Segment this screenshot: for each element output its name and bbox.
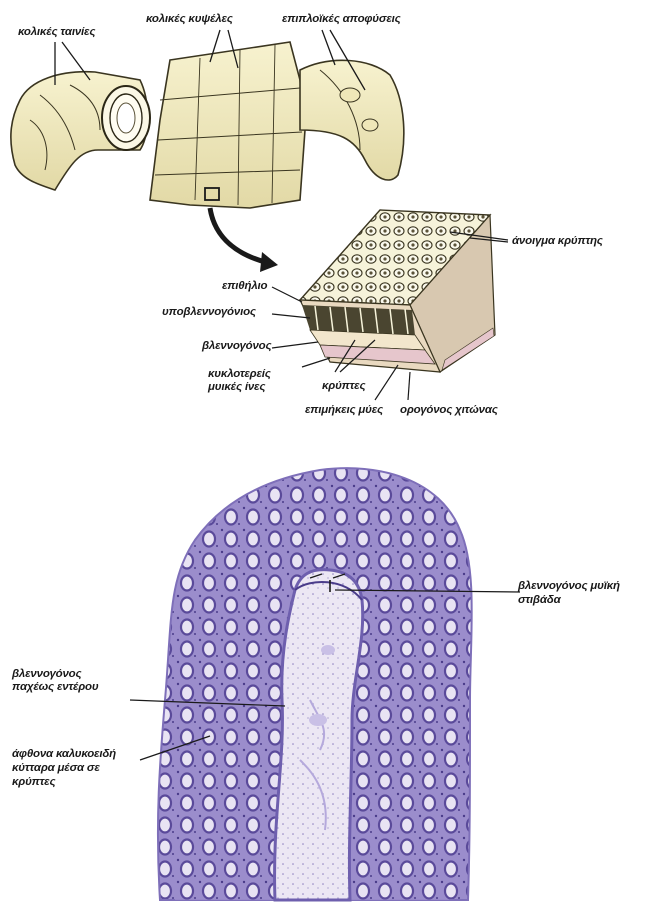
label-longitudinal-muscle: επιμήκεις μύες xyxy=(305,404,383,417)
label-crypts: κρύπτες xyxy=(322,380,365,393)
label-goblet-cells-line2: κύτταρα μέσα σε xyxy=(12,762,100,775)
label-goblet-cells-line3: κρύπτες xyxy=(12,776,55,789)
label-large-intestine-mucosa-line2: παχέως εντέρου xyxy=(12,681,98,694)
label-crypt-opening: άνοιγμα κρύπτης xyxy=(512,235,603,248)
label-circular-muscle-line2: μυικές ίνες xyxy=(208,381,265,394)
label-muscularis-mucosae-line1: βλεννογόνος μυϊκή xyxy=(518,580,620,593)
colon-lumen-ring xyxy=(102,86,150,150)
label-serosa: ορογόνος χιτώνας xyxy=(400,404,498,417)
label-epithelium: επιθήλιο xyxy=(222,280,267,293)
label-large-intestine-mucosa-line1: βλεννογόνος xyxy=(12,668,81,681)
label-circular-muscle-line1: κυκλοτερείς xyxy=(208,368,271,381)
colon-opened-segment xyxy=(150,42,305,208)
label-submucosa: υποβλεννογόνιος xyxy=(162,306,256,319)
label-epiploic-appendices: επιπλοϊκές αποφύσεις xyxy=(282,13,401,26)
label-goblet-cells-line1: άφθονα καλυκοειδή xyxy=(12,748,116,761)
colon-tube-right xyxy=(300,60,404,180)
label-muscularis-mucosae-line2: στιβάδα xyxy=(518,594,561,607)
label-mucosa: βλεννογόνος xyxy=(202,340,271,353)
label-haustra: κολικές κυψέλες xyxy=(146,13,233,26)
label-teniae-coli: κολικές ταινίες xyxy=(18,26,95,39)
histology-section xyxy=(158,468,472,900)
zoom-arrow xyxy=(210,208,278,272)
